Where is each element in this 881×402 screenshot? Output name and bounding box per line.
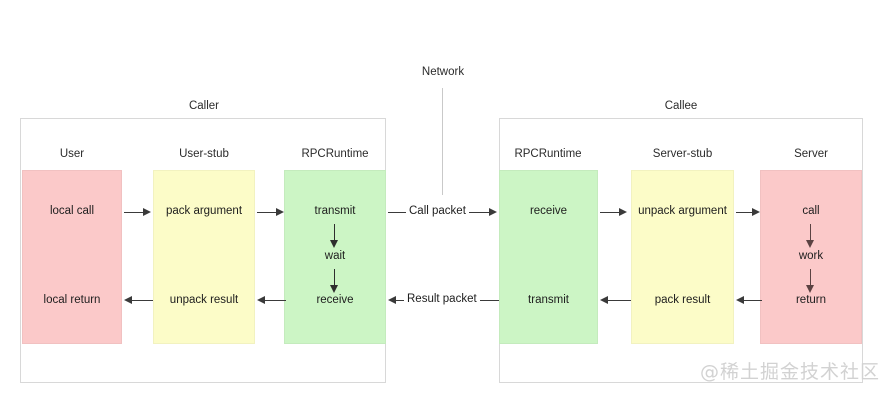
arrow-unpack-result-to-local-return-head [124,296,132,304]
caller-varrow-wait-to-receive-head [330,285,338,293]
caller-column-title-user-stub: User-stub [179,148,229,160]
callee-step-transmit: transmit [528,294,569,306]
caller-varrow-transmit-to-wait-line [334,224,336,242]
arrow-receive-to-unpack-result-line [265,300,286,301]
callee-lane-rpcruntime [499,170,598,344]
callee-varrow-call-to-work-head [806,240,814,248]
callee-varrow-call-to-work-line [810,224,812,242]
callee-panel-title: Callee [664,100,698,112]
caller-step-local-return: local return [43,294,101,306]
caller-lane-user [22,170,122,344]
arrow-pack-result-to-transmit-line [608,300,631,301]
arrow-call-packet-head [489,208,497,216]
arrow-pack-argument-to-transmit-head [276,208,284,216]
arrow-receive-to-unpack-argument-line [600,212,621,213]
arrow-local-call-to-pack-argument-line [124,212,145,213]
arrow-local-call-to-pack-argument-head [143,208,151,216]
arrow-unpack-argument-to-call-line [736,212,757,213]
arrow-unpack-result-to-local-return-line [132,300,153,301]
caller-lane-rpcruntime [284,170,386,344]
site-watermark: @稀土掘金技术社区 [700,361,881,383]
arrow-pack-result-to-transmit-head [600,296,608,304]
callee-column-title-rpcruntime: RPCRuntime [514,148,582,160]
callee-step-return: return [795,294,827,306]
arrow-receive-to-unpack-result-head [257,296,265,304]
arrow-receive-to-unpack-argument-head [619,208,627,216]
callee-step-receive: receive [529,205,568,217]
caller-step-receive: receive [316,294,354,306]
caller-step-local-call: local call [49,205,95,217]
caller-column-title-rpcruntime: RPCRuntime [301,148,369,160]
arrow-unpack-argument-to-call-head [752,208,760,216]
network-label: Network [421,66,465,78]
arrow-return-to-pack-result-head [736,296,744,304]
arrow-result-packet-head [388,296,396,304]
caller-column-title-user: User [59,148,85,160]
caller-step-pack-argument: pack argument [165,205,243,217]
caller-panel-title: Caller [188,100,220,112]
network-divider-line [442,88,443,195]
callee-step-unpack-argument: unpack argument [638,205,727,217]
caller-step-wait: wait [324,250,346,262]
callee-step-call: call [802,205,820,217]
result-packet-label: Result packet [404,293,480,305]
callee-step-work: work [798,250,824,262]
callee-column-title-server: Server [794,148,828,160]
caller-step-unpack-result: unpack result [169,294,239,306]
arrow-pack-argument-to-transmit-line [257,212,278,213]
callee-varrow-work-to-return-head [806,285,814,293]
caller-varrow-wait-to-receive-line [334,269,336,287]
callee-lane-server-stub [631,170,734,344]
callee-varrow-work-to-return-line [810,269,812,287]
callee-step-pack-result: pack result [654,294,711,306]
callee-lane-server [760,170,862,344]
arrow-return-to-pack-result-line [744,300,762,301]
caller-step-transmit: transmit [314,205,356,217]
call-packet-label: Call packet [406,205,469,217]
caller-lane-user-stub [153,170,255,344]
callee-column-title-server-stub: Server-stub [652,148,713,160]
caller-varrow-transmit-to-wait-head [330,240,338,248]
